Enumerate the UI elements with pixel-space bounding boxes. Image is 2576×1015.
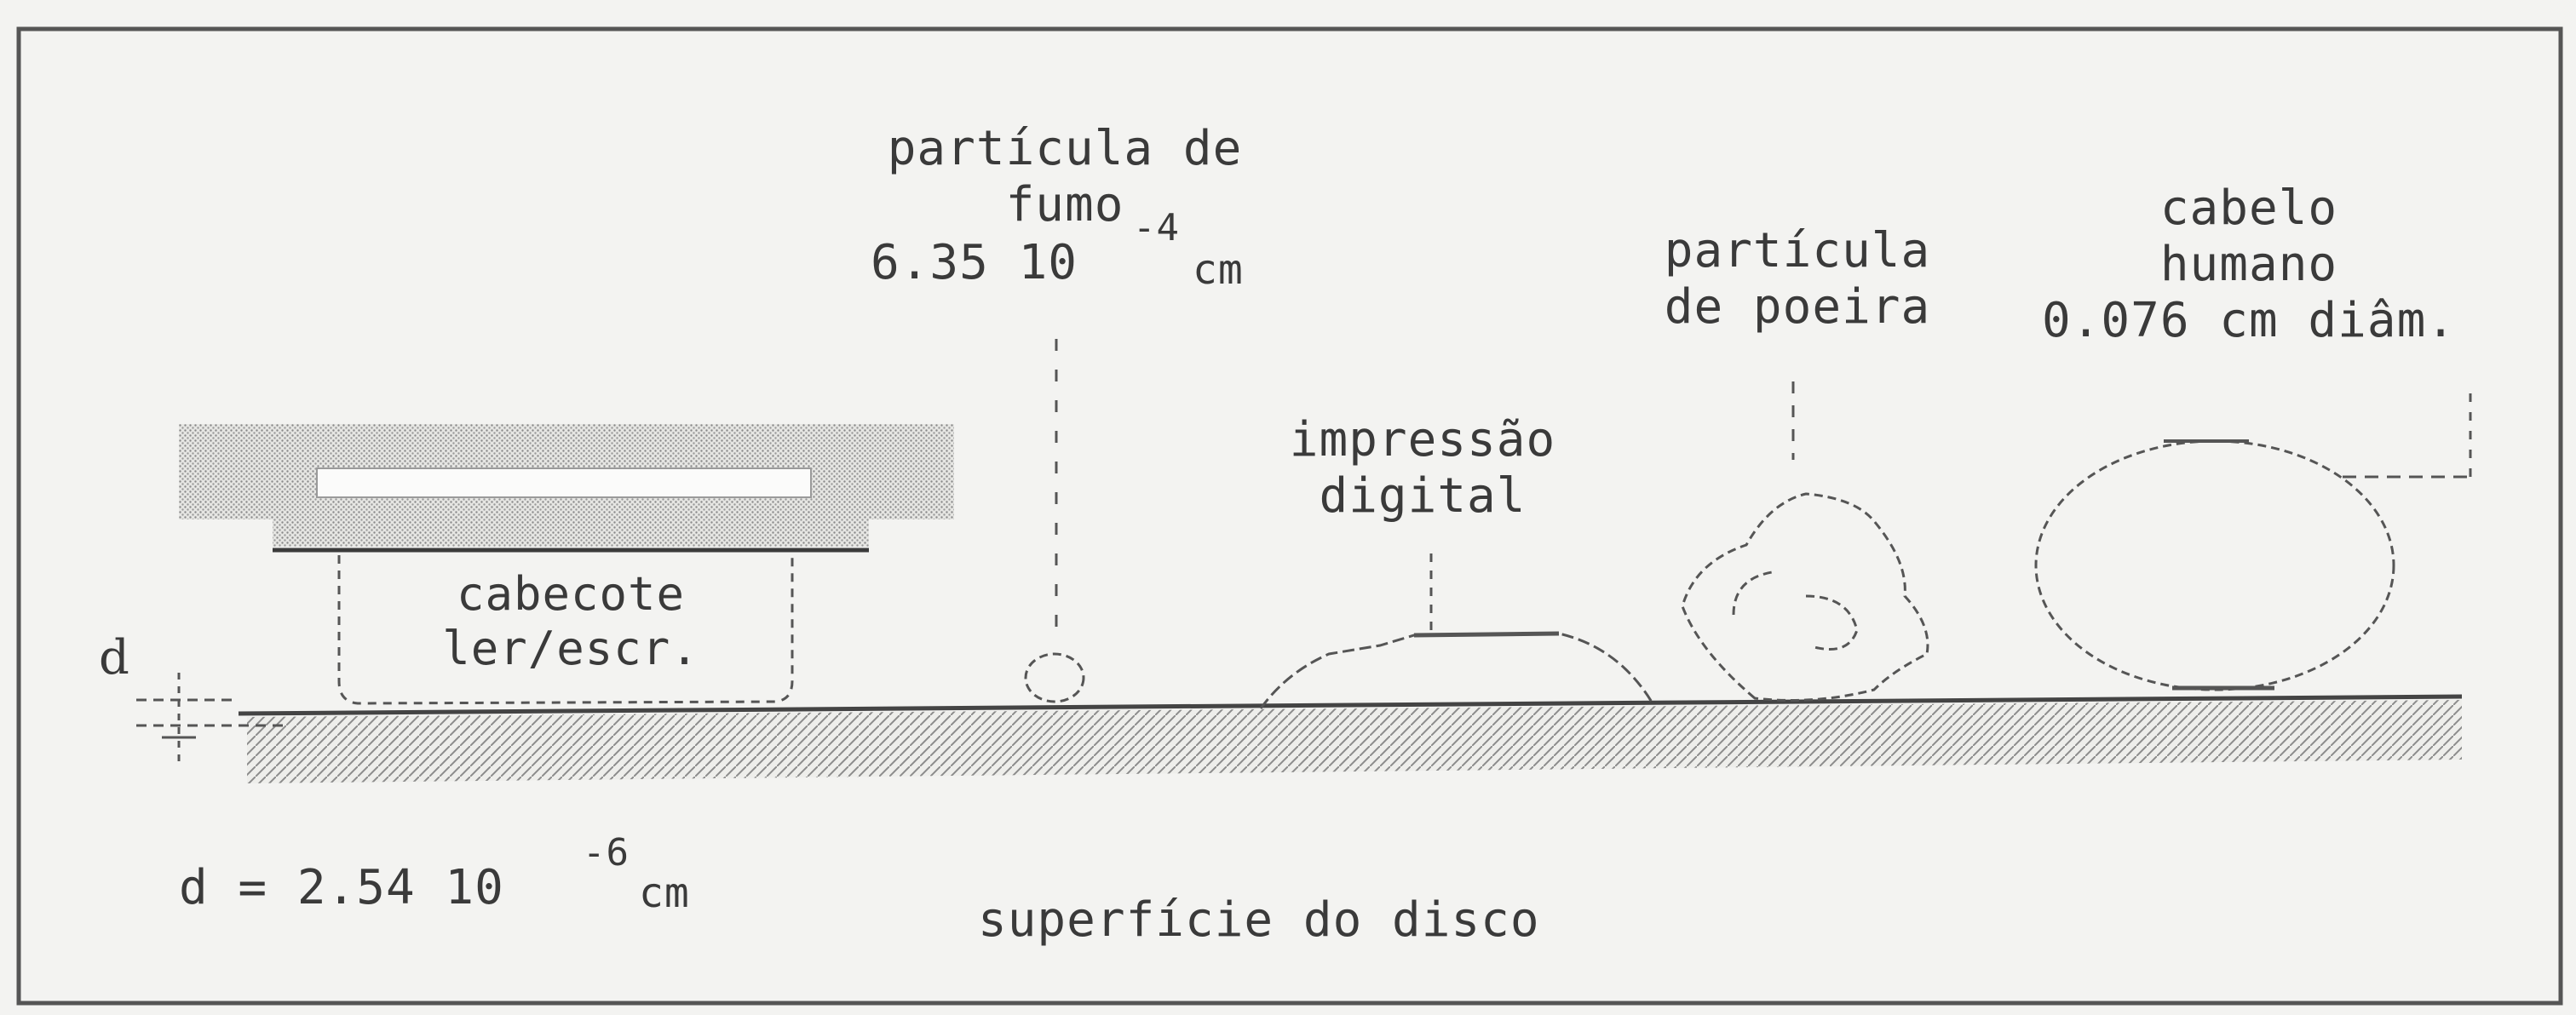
human-hair-label: cabelo humano 0.076 cm diâm.	[2010, 181, 2487, 349]
disk-surface-texture	[247, 700, 2462, 783]
head-label: cabecote ler/escr.	[358, 567, 784, 676]
smoke-size-exponent: -4	[1133, 206, 1180, 249]
head-label-line1: cabecote	[456, 567, 686, 621]
smoke-label-line1: partícula de	[887, 121, 1243, 176]
gap-value: d = 2.54 10	[179, 860, 504, 915]
smoke-particle	[1024, 339, 1085, 703]
human-hair	[2034, 393, 2472, 691]
hair-label-line1: cabelo	[2159, 181, 2338, 236]
gap-d-label: d	[99, 630, 130, 685]
fingerprint-smudge	[1259, 553, 1654, 709]
gap-unit: cm	[639, 869, 690, 917]
dust-particle-label: partícula de poeira	[1627, 223, 1968, 335]
dust-label-line2: de poeira	[1664, 279, 1931, 335]
gap-exponent: -6	[583, 831, 630, 875]
smoke-size-value: 6.35 10	[871, 235, 1078, 290]
dust-label-line1: partícula	[1664, 223, 1931, 278]
gap-marker	[136, 673, 290, 766]
hair-size-value: 0.076 cm diâm.	[2041, 293, 2456, 348]
disk-surface-label: superfície do disco	[978, 892, 1540, 948]
fingerprint-label-line1: impressão	[1289, 412, 1556, 467]
disk-surface-line	[238, 694, 2463, 716]
smoke-size-unit: cm	[1193, 246, 1244, 294]
read-write-head	[179, 424, 954, 705]
fingerprint-label-line2: digital	[1319, 468, 1527, 524]
fingerprint-label: impressão digital	[1244, 412, 1601, 525]
diagram-frame	[16, 26, 2563, 1006]
head-label-line2: ler/escr.	[442, 622, 699, 675]
dust-particle	[1681, 381, 1929, 702]
smoke-label-line2: fumo	[1005, 177, 1124, 232]
hair-label-line2: humano	[2159, 237, 2338, 292]
smoke-particle-label: partícula de fumo	[843, 121, 1286, 233]
